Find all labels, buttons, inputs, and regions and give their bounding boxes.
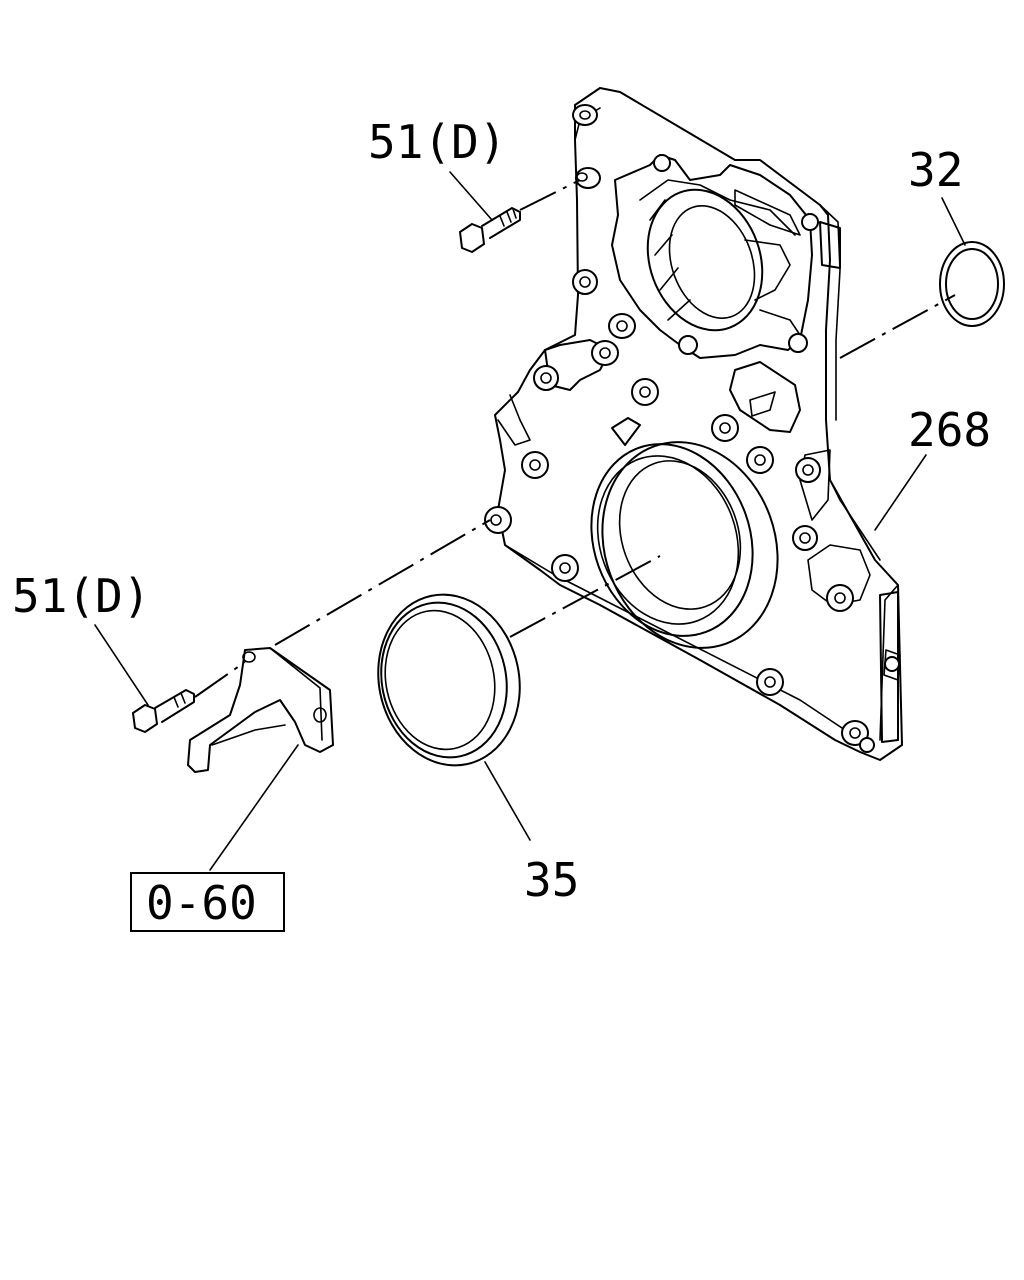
callout-bolt-top: 51(D) — [368, 115, 506, 169]
crank-bore — [590, 417, 779, 649]
assembly-lines — [194, 179, 956, 698]
cover-bosses — [484, 104, 900, 753]
callout-cover: 268 — [908, 403, 991, 457]
leader-lines — [94, 171, 966, 871]
bracket — [187, 647, 334, 773]
bolt-left-51d — [132, 689, 195, 733]
oring-32 — [939, 241, 1005, 327]
oil-seal-35 — [377, 593, 521, 767]
callout-oring: 32 — [908, 143, 963, 197]
callout-bolt-left: 51(D) — [12, 569, 150, 623]
callout-seal: 35 — [524, 853, 579, 907]
bolt-top-51d — [459, 207, 521, 253]
reference-label: 0-60 — [146, 876, 257, 930]
reference-box[interactable]: 0-60 — [130, 872, 285, 932]
timing-cover — [494, 87, 903, 761]
